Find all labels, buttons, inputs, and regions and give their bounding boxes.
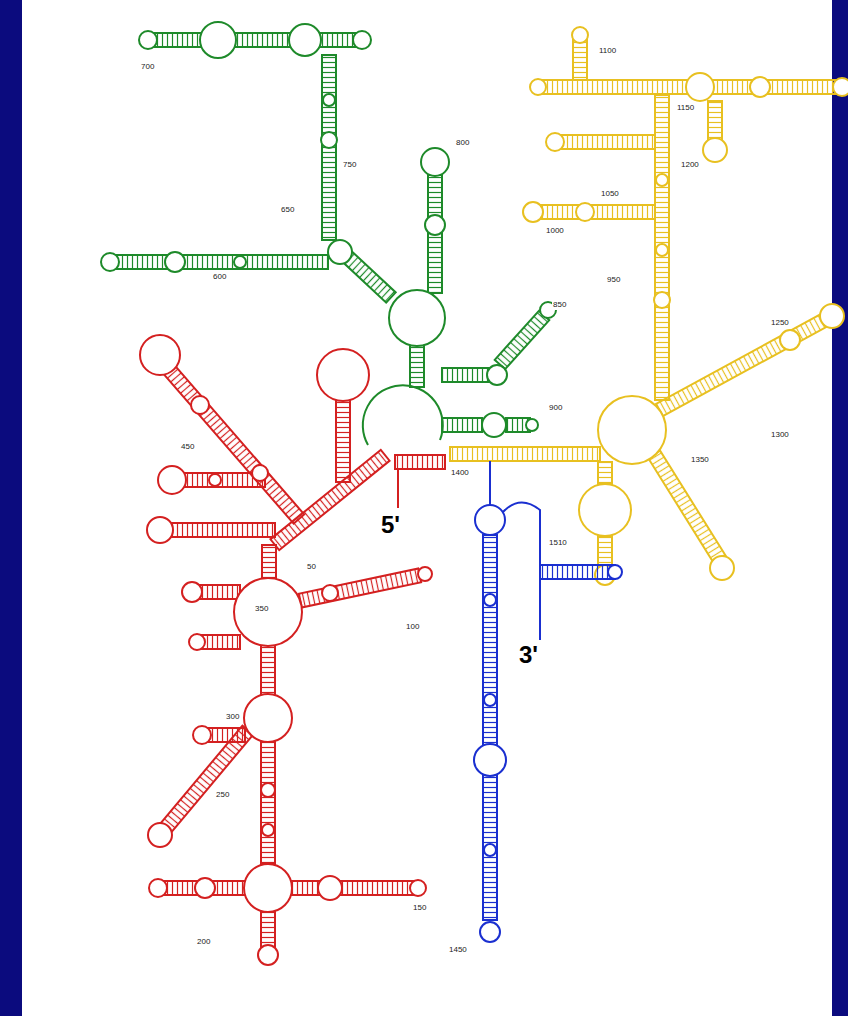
three-prime-minor-domain bbox=[474, 461, 622, 942]
position-number: 1400 bbox=[450, 468, 470, 478]
position-number: 1450 bbox=[448, 945, 468, 955]
strand-end-label: 3' bbox=[518, 642, 539, 668]
position-number: 850 bbox=[552, 300, 567, 310]
position-number: 600 bbox=[212, 272, 227, 282]
position-number: 750 bbox=[342, 160, 357, 170]
position-number: 250 bbox=[215, 790, 230, 800]
position-number: 700 bbox=[140, 62, 155, 72]
position-number: 650 bbox=[280, 205, 295, 215]
three-prime-major-domain bbox=[450, 27, 848, 585]
position-number: 450 bbox=[180, 442, 195, 452]
position-number: 950 bbox=[606, 275, 621, 285]
position-number: 1250 bbox=[770, 318, 790, 328]
position-number: 300 bbox=[225, 712, 240, 722]
position-number: 150 bbox=[412, 903, 427, 913]
position-number: 1100 bbox=[598, 46, 617, 56]
position-number: 1000 bbox=[545, 226, 565, 236]
position-number: 200 bbox=[196, 937, 211, 947]
five-prime-domain bbox=[140, 335, 445, 965]
position-number: 1200 bbox=[680, 160, 700, 170]
position-number: 900 bbox=[548, 403, 563, 413]
position-number: 350 bbox=[254, 604, 269, 614]
position-number: 1300 bbox=[770, 430, 790, 440]
position-number: 1150 bbox=[676, 103, 695, 113]
strand-end-label: 5' bbox=[380, 512, 401, 538]
position-number: 800 bbox=[455, 138, 470, 148]
position-number: 50 bbox=[306, 562, 317, 572]
position-number: 100 bbox=[405, 622, 420, 632]
position-number: 1050 bbox=[600, 189, 620, 199]
position-number: 1350 bbox=[690, 455, 710, 465]
position-number: 1510 bbox=[548, 538, 568, 548]
